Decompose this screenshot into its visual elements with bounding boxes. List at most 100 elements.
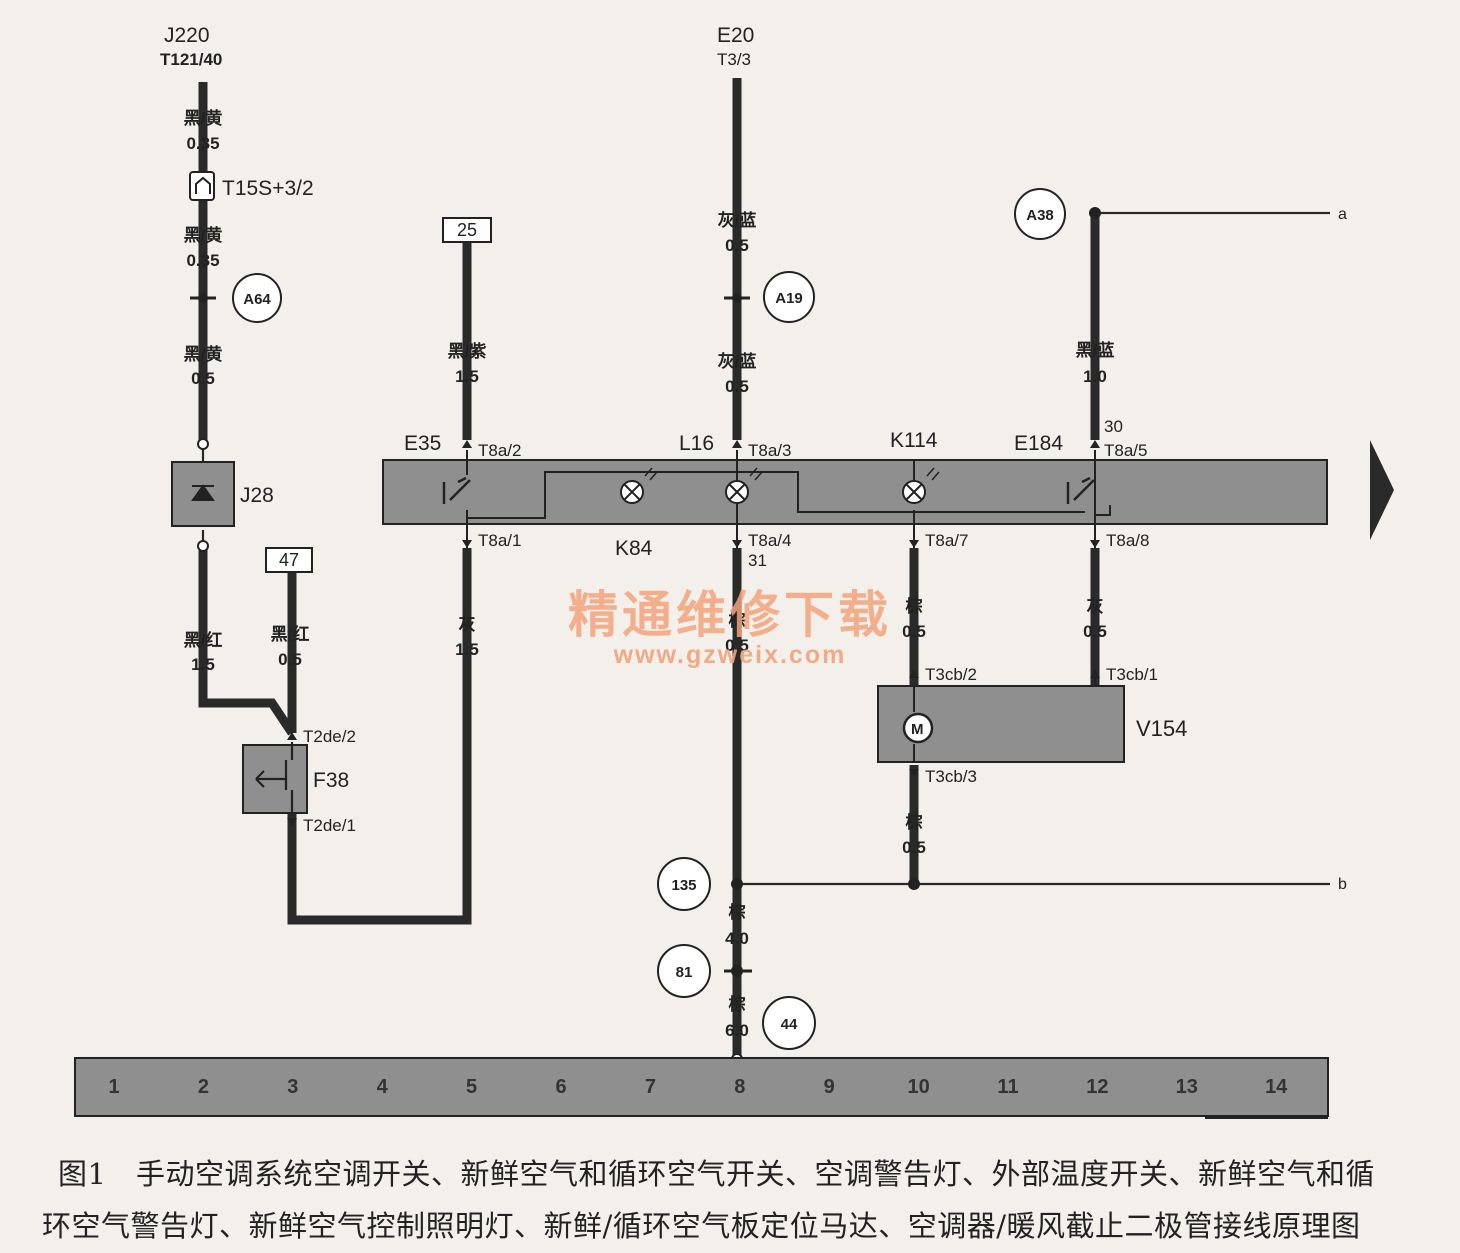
pin-arrows bbox=[287, 440, 1100, 826]
label-motor: M bbox=[911, 721, 924, 738]
labels: J220 T121/40 E20 T3/3 T15S+3/2 J28 F38 E… bbox=[108, 24, 1347, 1098]
pin-label: T8a/4 bbox=[748, 531, 791, 550]
pin-label: T8a/2 bbox=[478, 441, 521, 460]
label-e35: E35 bbox=[404, 432, 441, 455]
wire-size: 1.5 bbox=[455, 367, 479, 386]
wire-label: 棕 bbox=[906, 812, 923, 832]
pin-label: T3cb/2 bbox=[925, 665, 977, 684]
panel-wiring bbox=[466, 450, 1111, 548]
wire-size: 0.35 bbox=[186, 251, 219, 270]
box-25 bbox=[442, 217, 492, 243]
pin-label: T2de/1 bbox=[303, 816, 356, 835]
wire-size: 0.5 bbox=[725, 236, 749, 255]
label-j28: J28 bbox=[240, 484, 274, 507]
label-j220-pin: T121/40 bbox=[160, 50, 222, 69]
watermark-title: 精通维修下载 bbox=[568, 587, 892, 643]
motor-icon bbox=[902, 712, 934, 744]
wire-label: 黑/紫 bbox=[448, 341, 487, 361]
connector-135-label: 135 bbox=[671, 877, 696, 894]
bus-number: 1 bbox=[108, 1076, 119, 1098]
wire-size: 1.0 bbox=[1083, 367, 1107, 386]
pin-label: T8a/7 bbox=[925, 531, 968, 550]
thermo-switch-icon bbox=[255, 742, 294, 812]
bus-number: 6 bbox=[555, 1076, 566, 1098]
pin-label: T3cb/3 bbox=[925, 767, 977, 786]
pin-label: T8a/1 bbox=[478, 531, 521, 550]
wire-size: 0.5 bbox=[278, 650, 302, 669]
connector-44-label: 44 bbox=[781, 1016, 798, 1033]
control-panel bbox=[382, 459, 1328, 525]
wire-label: 黑/红 bbox=[184, 630, 223, 650]
label-f38: F38 bbox=[313, 769, 349, 792]
wire-label: 灰/蓝 bbox=[718, 351, 757, 371]
wire-size: 0.5 bbox=[725, 636, 749, 655]
wire-label: 黑/黄 bbox=[184, 344, 223, 364]
node-135 bbox=[731, 878, 743, 890]
connector-a19-label: A19 bbox=[775, 290, 803, 307]
pin-label: T2de/2 bbox=[303, 727, 356, 746]
lamp-k114 bbox=[902, 467, 940, 504]
node-a38 bbox=[1089, 207, 1101, 219]
watermark-url: www.gzweix.com bbox=[613, 641, 847, 669]
wire-size: 1.5 bbox=[455, 640, 479, 659]
wire-size: 6.0 bbox=[725, 1021, 749, 1040]
connector-81 bbox=[657, 944, 711, 998]
wire-j28-f38 bbox=[198, 548, 296, 736]
connector-a38-label: A38 bbox=[1026, 207, 1054, 224]
pin-label: 30 bbox=[1104, 417, 1123, 436]
connector-a64 bbox=[232, 273, 282, 323]
label-e184: E184 bbox=[1014, 432, 1063, 455]
bus-number: 10 bbox=[907, 1076, 929, 1098]
bus-number: 3 bbox=[287, 1076, 298, 1098]
lamp-l16 bbox=[725, 467, 763, 504]
label-v154: V154 bbox=[1136, 716, 1187, 741]
continue-arrow bbox=[1370, 440, 1394, 540]
bus-number: 2 bbox=[198, 1076, 209, 1098]
connector-a19 bbox=[763, 271, 815, 323]
wires bbox=[198, 78, 1100, 1055]
bus-number: 7 bbox=[645, 1076, 656, 1098]
connector-44 bbox=[762, 996, 816, 1050]
bus-number: 11 bbox=[997, 1076, 1018, 1098]
diode-icon bbox=[191, 484, 215, 501]
bus-number: 8 bbox=[734, 1076, 745, 1098]
wire-label: 灰/蓝 bbox=[718, 210, 757, 230]
wire-label: 灰 bbox=[459, 614, 476, 634]
wire-size: 0.35 bbox=[186, 134, 219, 153]
ref-a: a bbox=[1338, 206, 1347, 223]
box-47 bbox=[265, 547, 313, 573]
connector-135 bbox=[657, 857, 711, 911]
wire-size: 0.5 bbox=[902, 838, 926, 857]
box-47-label: 47 bbox=[279, 550, 299, 570]
wire-label: 棕 bbox=[729, 994, 746, 1014]
switch-symbols bbox=[442, 476, 1095, 504]
label-j220: J220 bbox=[164, 24, 210, 47]
pin-label: 31 bbox=[748, 551, 767, 570]
label-t15s: T15S+3/2 bbox=[222, 177, 314, 200]
bus-number: 5 bbox=[466, 1076, 477, 1098]
wire-label: 黑/黄 bbox=[184, 225, 223, 245]
label-k114: K114 bbox=[890, 429, 938, 452]
wire-label: 黑/红 bbox=[271, 624, 310, 644]
lamp-k84 bbox=[620, 467, 658, 504]
wire-gray-loop bbox=[287, 548, 472, 925]
wire-label: 棕 bbox=[729, 610, 746, 630]
wire-label: 黑/蓝 bbox=[1076, 341, 1115, 360]
ground-bus bbox=[74, 1057, 1329, 1117]
wire-label: 棕 bbox=[729, 902, 746, 922]
pin-label: T8a/8 bbox=[1106, 531, 1149, 550]
pin-label: T8a/5 bbox=[1104, 441, 1147, 460]
wire-size: 0.5 bbox=[902, 622, 926, 641]
bus-number: 13 bbox=[1176, 1076, 1198, 1098]
pin-label: T8a/3 bbox=[748, 441, 791, 460]
pin-label: T3cb/1 bbox=[1106, 665, 1158, 684]
wire-label: 黑/黄 bbox=[184, 108, 223, 128]
connector-a64-label: A64 bbox=[243, 291, 271, 308]
wire-label: 棕 bbox=[906, 596, 923, 616]
caption-line-2: 环空气警告灯、新鲜空气控制照明灯、新鲜/循环空气板定位马达、空调器/暖风截止二极… bbox=[42, 1209, 1361, 1243]
wire-size: 0.5 bbox=[725, 377, 749, 396]
wire-label: 灰 bbox=[1087, 596, 1104, 616]
label-k84: K84 bbox=[615, 537, 653, 560]
